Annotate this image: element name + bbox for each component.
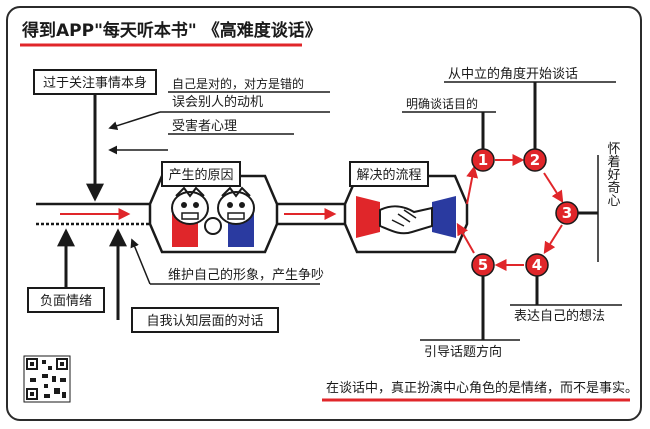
svg-text:3: 3 bbox=[562, 204, 572, 222]
self-cognition-label: 自我认知层面的对话 bbox=[146, 313, 263, 329]
step-1-label: 明确谈话目的 bbox=[406, 96, 478, 111]
right-wrong-label-1: 自己是对的，对方是错的 bbox=[172, 76, 304, 91]
step-3: 3 bbox=[555, 201, 579, 225]
qr-code-icon bbox=[23, 355, 71, 403]
svg-text:4: 4 bbox=[532, 256, 542, 274]
step-2-label: 从中立的角度开始谈话 bbox=[448, 66, 578, 82]
solution-title-box bbox=[349, 161, 429, 187]
fighting-faces-icon bbox=[171, 186, 255, 247]
step-4-label: 表达自己的想法 bbox=[514, 308, 605, 324]
self-cognition-box bbox=[131, 307, 279, 333]
negative-emotion-box bbox=[27, 287, 105, 313]
step-2: 2 bbox=[523, 148, 547, 172]
overfocus-box bbox=[33, 69, 157, 95]
page-frame bbox=[6, 6, 642, 421]
cycle-arrow-3-4 bbox=[543, 224, 563, 255]
self-image-label: 维护自己的形象，产生争吵 bbox=[168, 267, 324, 283]
right-wrong-arrow bbox=[108, 111, 161, 131]
cause-title-box bbox=[161, 161, 241, 187]
step-3-label: 怀着好奇心 bbox=[605, 142, 621, 207]
svg-text:1: 1 bbox=[478, 151, 488, 169]
step-5: 5 bbox=[471, 253, 495, 277]
right-wrong-label-2: 误会别人的动机 bbox=[172, 94, 263, 110]
page-title: 得到APP"每天听本书" 《高难度谈话》 bbox=[21, 20, 322, 41]
cause-title: 产生的原因 bbox=[168, 167, 233, 183]
solution-title: 解决的流程 bbox=[356, 167, 421, 183]
svg-text:2: 2 bbox=[530, 151, 540, 169]
negative-emotion-label: 负面情绪 bbox=[40, 294, 92, 309]
cycle-arrow-2-3 bbox=[543, 172, 564, 204]
overfocus-label: 过于关注事情本身 bbox=[43, 75, 147, 91]
cycle-arrow-5-hex bbox=[456, 222, 475, 254]
footer-note: 在谈话中，真正扮演中心角色的是情绪，而不是事实。 bbox=[326, 380, 638, 396]
step-5-label: 引导话题方向 bbox=[424, 344, 502, 360]
self-image-arrow bbox=[130, 238, 151, 285]
cause-hexagon bbox=[148, 174, 279, 254]
svg-text:5: 5 bbox=[478, 256, 488, 274]
step-1: 1 bbox=[471, 148, 495, 172]
step-4: 4 bbox=[525, 253, 549, 277]
victim-label: 受害者心理 bbox=[172, 118, 237, 134]
flow-arrow-3 bbox=[466, 165, 479, 205]
handshake-icon bbox=[356, 196, 456, 238]
